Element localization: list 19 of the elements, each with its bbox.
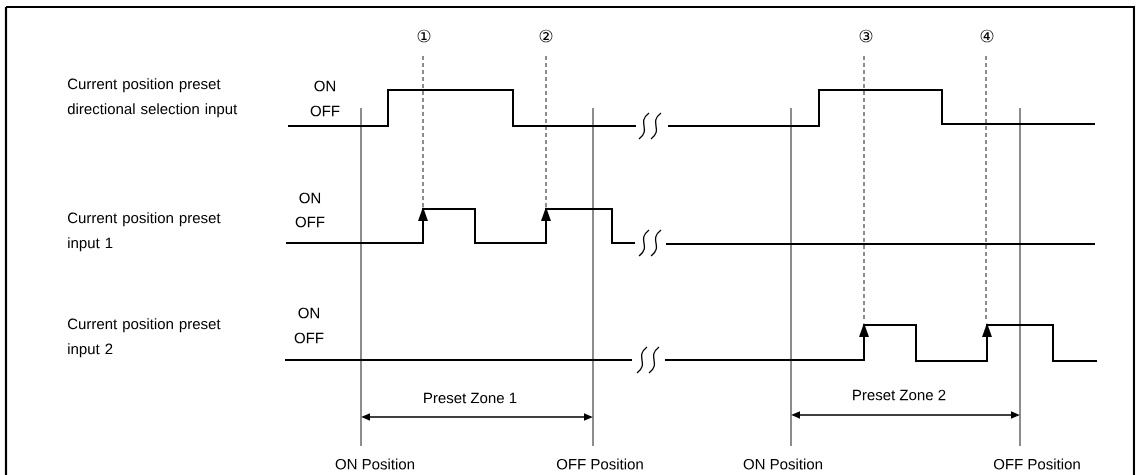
- callout-number: ④: [980, 29, 994, 43]
- callout-number: ①: [417, 29, 431, 43]
- position-label: ON Position: [335, 458, 415, 470]
- position-label: OFF Position: [556, 458, 643, 470]
- state-label: ON: [298, 307, 319, 319]
- callout-number: ②: [539, 29, 553, 43]
- zone-label: Preset Zone 1: [424, 392, 517, 404]
- position-label: OFF Position: [993, 458, 1080, 470]
- signal-label: Current position preset input 1: [67, 212, 221, 252]
- signal-label: Current position preset input 2: [67, 318, 221, 358]
- state-label: OFF: [294, 332, 324, 344]
- state-label: OFF: [295, 216, 325, 228]
- state-label: ON: [299, 192, 321, 204]
- state-label: OFF: [310, 105, 340, 117]
- state-label: ON: [314, 80, 336, 92]
- signal-label: Current position preset directional selection input: [67, 78, 238, 118]
- position-label: ON Position: [743, 458, 823, 470]
- callout-number: ③: [859, 29, 873, 43]
- zone-label: Preset Zone 2: [853, 389, 946, 401]
